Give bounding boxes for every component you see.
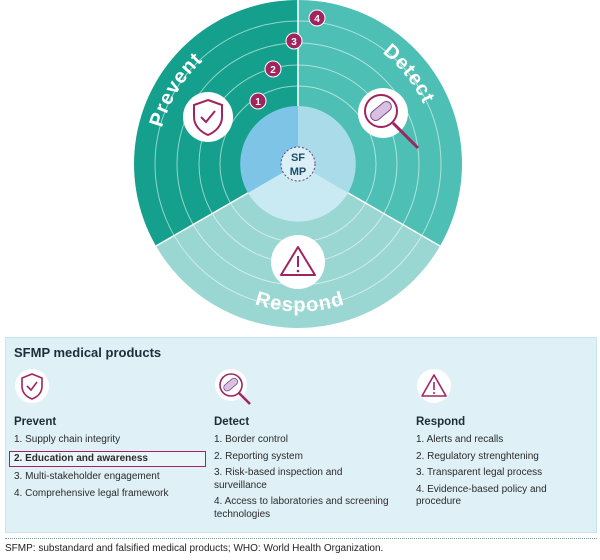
footnote: SFMP: substandard and falsified medical … <box>5 543 384 554</box>
detect-column: Detect 1. Border control 2. Reporting sy… <box>214 368 394 525</box>
step-4: 4 <box>314 14 320 25</box>
magnifier-pill-icon <box>358 88 420 150</box>
respond-item-1: 1. Alerts and recalls <box>416 434 504 445</box>
step-2: 2 <box>270 65 276 76</box>
sfmp-products-panel: SFMP medical products Prevent 1. Supply … <box>5 337 597 533</box>
detect-heading: Detect <box>214 416 250 428</box>
respond-item-3: 3. Transparent legal process <box>416 467 543 478</box>
warning-triangle-icon <box>416 368 452 404</box>
detect-item-3: 3. Risk-based inspection and surveillanc… <box>214 467 343 491</box>
prevent-item-1: 1. Supply chain integrity <box>14 434 121 445</box>
shield-check-icon <box>183 92 233 142</box>
footer-divider <box>5 538 597 539</box>
step-markers: 1 2 3 4 <box>249 9 326 110</box>
respond-heading: Respond <box>416 416 466 428</box>
respond-item-2: 2. Regulatory strenghtening <box>416 450 539 462</box>
center-badge <box>280 146 316 182</box>
detect-item-4: 4. Access to laboratories and screening … <box>214 496 389 520</box>
warning-triangle-icon <box>271 235 325 289</box>
prevent-item-4: 4. Comprehensive legal framework <box>14 487 169 499</box>
magnifier-pill-icon <box>214 368 251 405</box>
prevent-heading: Prevent <box>14 416 57 428</box>
step-1: 1 <box>255 97 261 108</box>
shield-check-icon <box>14 368 50 404</box>
prevent-column: Prevent 1. Supply chain integrity 2. Edu… <box>9 368 206 504</box>
respond-column: Respond 1. Alerts and recalls 2. Regulat… <box>416 368 586 513</box>
detect-item-1: 1. Border control <box>214 434 288 445</box>
step-3: 3 <box>291 37 297 48</box>
prevent-item-2-highlighted: 2. Education and awareness <box>9 450 206 467</box>
panel-title: SFMP medical products <box>14 345 162 360</box>
sfmp-cycle-diagram: SF MP Prevent Detect Respond 1 2 3 4 <box>134 0 462 328</box>
prevent-item-3: 3. Multi-stakeholder engagement <box>14 471 160 482</box>
center-label-line2: MP <box>290 166 307 178</box>
respond-item-4: 4. Evidence-based policy and procedure <box>416 483 547 508</box>
center-label-line1: SF <box>291 152 305 164</box>
detect-item-2: 2. Reporting system <box>214 450 303 462</box>
hub-respond <box>248 164 348 222</box>
